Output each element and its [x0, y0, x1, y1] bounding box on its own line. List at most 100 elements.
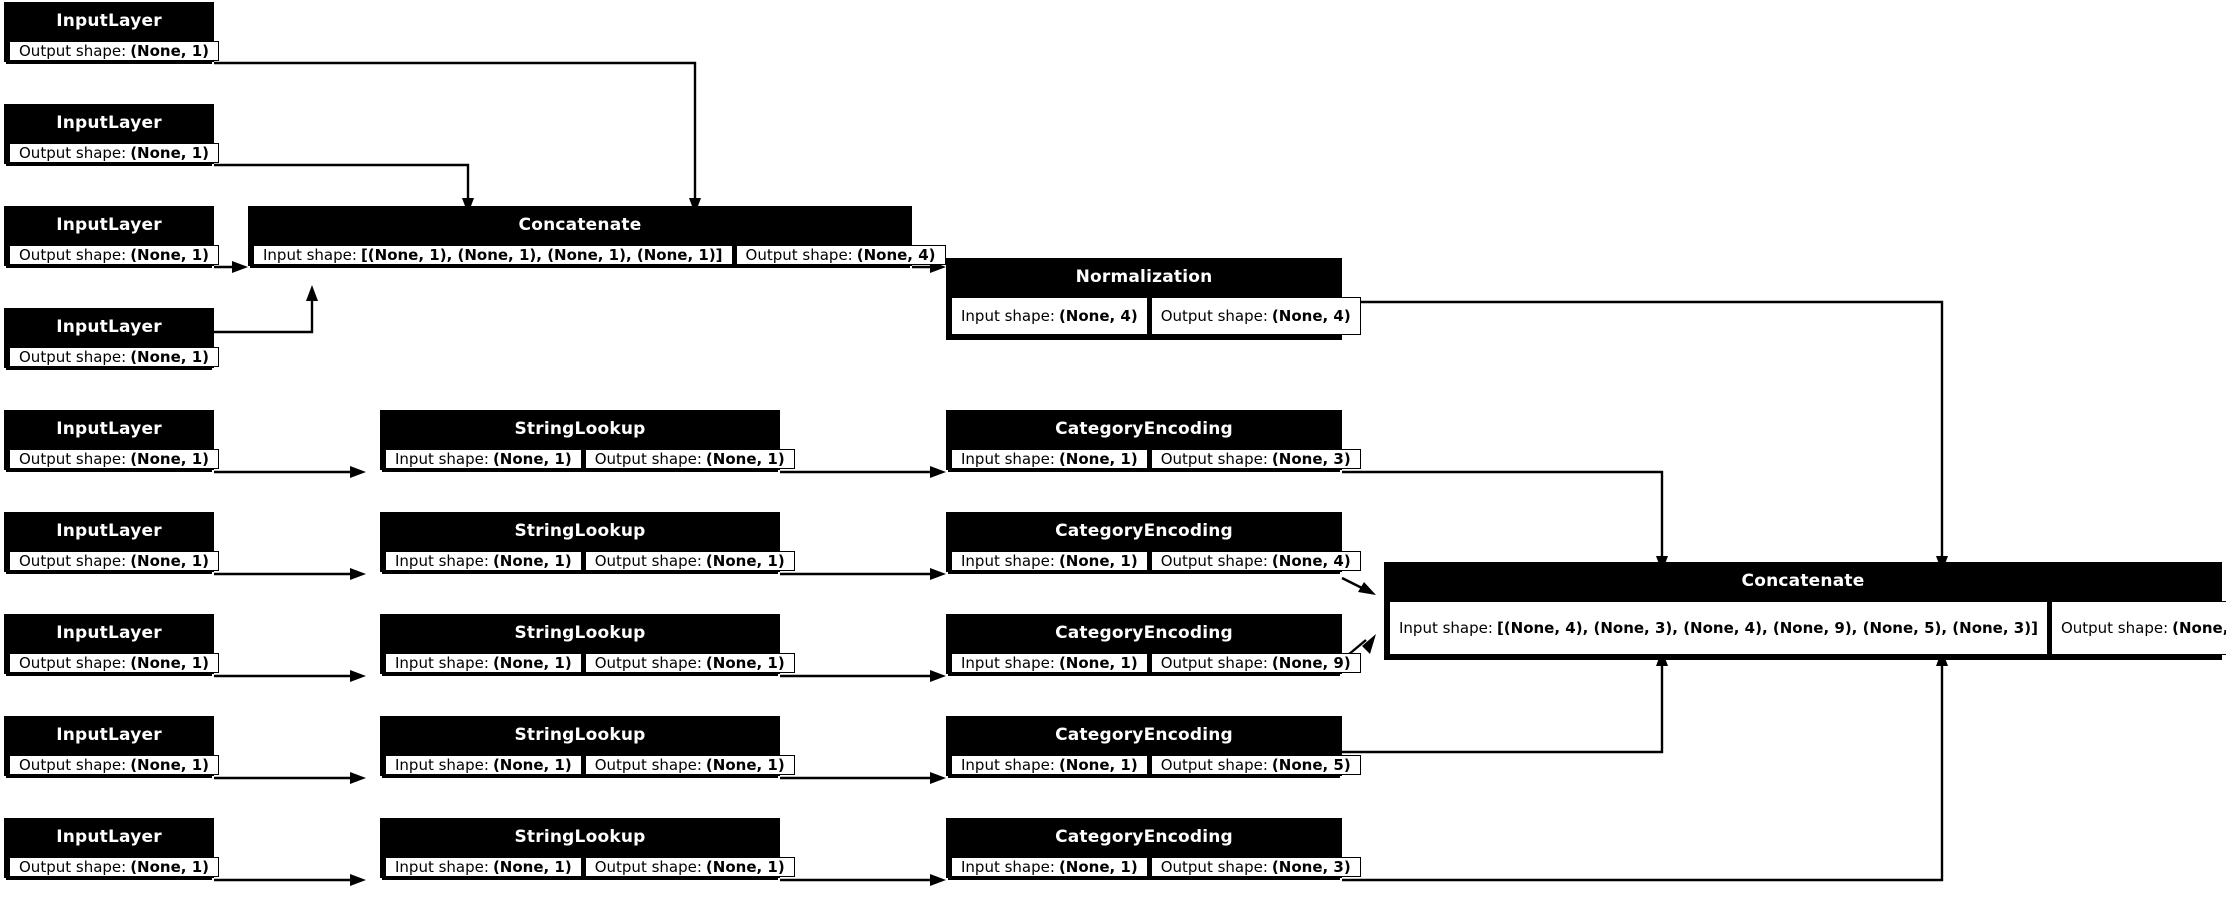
node-string-lookup-2[interactable]: StringLookup Input shape: (None, 1) Outp…: [380, 512, 795, 574]
node-title: StringLookup: [382, 514, 778, 548]
input-shape-value: (None, 1): [1058, 552, 1138, 570]
input-shape-value: (None, 1): [1058, 858, 1138, 876]
output-shape-cell: Output shape: (None, 4): [735, 245, 946, 265]
node-body: Output shape: (None, 1): [6, 140, 219, 166]
output-shape-label: Output shape:: [1160, 756, 1268, 774]
output-shape-label: Output shape:: [745, 246, 853, 264]
output-shape-cell: Output shape: (None, 4): [1150, 297, 1361, 335]
output-shape-cell: Output shape: (None, 1): [9, 449, 219, 469]
input-shape-label: Input shape:: [395, 858, 489, 876]
output-shape-value: (None, 1): [705, 858, 785, 876]
input-shape-cell: Input shape: [(None, 4), (None, 3), (Non…: [1389, 601, 2048, 655]
output-shape-value: (None, 3): [1271, 858, 1351, 876]
output-shape-cell: Output shape: (None, 1): [9, 41, 219, 61]
node-title: StringLookup: [382, 820, 778, 854]
output-shape-cell: Output shape: (None, 1): [584, 755, 795, 775]
output-shape-value: (None, 9): [1271, 654, 1351, 672]
output-shape-cell: Output shape: (None, 1): [9, 143, 219, 163]
node-title: StringLookup: [382, 412, 778, 446]
node-input-layer-numeric-2[interactable]: InputLayer Output shape: (None, 1): [4, 104, 219, 166]
input-shape-value: (None, 4): [1058, 307, 1138, 325]
node-string-lookup-4[interactable]: StringLookup Input shape: (None, 1) Outp…: [380, 716, 795, 778]
output-shape-value: (None, 1): [705, 654, 785, 672]
node-input-layer-numeric-4[interactable]: InputLayer Output shape: (None, 1): [4, 308, 219, 370]
node-concatenate-numeric[interactable]: Concatenate Input shape: [(None, 1), (No…: [248, 206, 946, 268]
output-shape-value: (None, 1): [705, 756, 785, 774]
input-shape-value: (None, 1): [1058, 654, 1138, 672]
output-shape-cell: Output shape: (None, 3): [1150, 857, 1361, 877]
output-shape-label: Output shape:: [1160, 307, 1268, 325]
output-shape-cell: Output shape: (None, 1): [584, 449, 795, 469]
output-shape-label: Output shape:: [594, 552, 702, 570]
node-body: Output shape: (None, 1): [6, 344, 219, 370]
output-shape-value: (None, 1): [705, 552, 785, 570]
input-shape-cell: Input shape: (None, 1): [951, 653, 1148, 673]
input-shape-cell: Input shape: (None, 1): [951, 755, 1148, 775]
node-title: InputLayer: [6, 412, 212, 446]
node-body: Input shape: [(None, 4), (None, 3), (Non…: [1386, 598, 2226, 658]
output-shape-cell: Output shape: (None, 1): [9, 347, 219, 367]
output-shape-cell: Output shape: (None, 28): [2050, 601, 2226, 655]
node-body: Input shape: [(None, 1), (None, 1), (Non…: [250, 242, 946, 268]
input-shape-label: Input shape:: [1399, 619, 1493, 637]
output-shape-label: Output shape:: [1160, 552, 1268, 570]
input-shape-label: Input shape:: [961, 756, 1055, 774]
output-shape-label: Output shape:: [594, 450, 702, 468]
output-shape-label: Output shape:: [19, 756, 127, 774]
output-shape-cell: Output shape: (None, 1): [9, 653, 219, 673]
output-shape-cell: Output shape: (None, 5): [1150, 755, 1361, 775]
node-concatenate-final[interactable]: Concatenate Input shape: [(None, 4), (No…: [1384, 562, 2226, 660]
node-body: Output shape: (None, 1): [6, 650, 219, 676]
output-shape-value: (None, 1): [130, 450, 209, 468]
node-category-encoding-5[interactable]: CategoryEncoding Input shape: (None, 1) …: [946, 818, 1361, 880]
node-category-encoding-2[interactable]: CategoryEncoding Input shape: (None, 1) …: [946, 512, 1361, 574]
node-string-lookup-3[interactable]: StringLookup Input shape: (None, 1) Outp…: [380, 614, 795, 676]
node-normalization[interactable]: Normalization Input shape: (None, 4) Out…: [946, 258, 1361, 340]
input-shape-value: [(None, 1), (None, 1), (None, 1), (None,…: [360, 246, 723, 264]
output-shape-cell: Output shape: (None, 1): [584, 551, 795, 571]
output-shape-label: Output shape:: [1160, 654, 1268, 672]
input-shape-label: Input shape:: [395, 654, 489, 672]
node-string-lookup-1[interactable]: StringLookup Input shape: (None, 1) Outp…: [380, 410, 795, 472]
input-shape-value: (None, 1): [492, 654, 572, 672]
input-shape-cell: Input shape: (None, 1): [385, 755, 582, 775]
output-shape-cell: Output shape: (None, 1): [9, 551, 219, 571]
output-shape-value: (None, 4): [856, 246, 936, 264]
node-category-encoding-1[interactable]: CategoryEncoding Input shape: (None, 1) …: [946, 410, 1361, 472]
output-shape-cell: Output shape: (None, 1): [584, 653, 795, 673]
node-category-encoding-3[interactable]: CategoryEncoding Input shape: (None, 1) …: [946, 614, 1361, 676]
output-shape-value: (None, 5): [1271, 756, 1351, 774]
output-shape-cell: Output shape: (None, 1): [9, 857, 219, 877]
node-category-encoding-4[interactable]: CategoryEncoding Input shape: (None, 1) …: [946, 716, 1361, 778]
output-shape-cell: Output shape: (None, 3): [1150, 449, 1361, 469]
node-string-lookup-5[interactable]: StringLookup Input shape: (None, 1) Outp…: [380, 818, 795, 880]
node-title: InputLayer: [6, 514, 212, 548]
node-body: Input shape: (None, 1) Output shape: (No…: [382, 854, 795, 880]
input-shape-label: Input shape:: [961, 552, 1055, 570]
node-title: StringLookup: [382, 616, 778, 650]
node-input-layer-categorical-3[interactable]: InputLayer Output shape: (None, 1): [4, 614, 219, 676]
node-body: Input shape: (None, 1) Output shape: (No…: [382, 752, 795, 778]
output-shape-label: Output shape:: [1160, 858, 1268, 876]
input-shape-value: (None, 1): [492, 450, 572, 468]
node-title: CategoryEncoding: [948, 820, 1340, 854]
output-shape-cell: Output shape: (None, 4): [1150, 551, 1361, 571]
node-body: Input shape: (None, 1) Output shape: (No…: [948, 854, 1361, 880]
output-shape-value: (None, 1): [130, 756, 209, 774]
output-shape-label: Output shape:: [19, 858, 127, 876]
input-shape-label: Input shape:: [263, 246, 357, 264]
node-input-layer-categorical-1[interactable]: InputLayer Output shape: (None, 1): [4, 410, 219, 472]
node-input-layer-numeric-3[interactable]: InputLayer Output shape: (None, 1): [4, 206, 219, 268]
output-shape-cell: Output shape: (None, 1): [9, 245, 219, 265]
node-body: Output shape: (None, 1): [6, 854, 219, 880]
node-input-layer-categorical-4[interactable]: InputLayer Output shape: (None, 1): [4, 716, 219, 778]
node-input-layer-categorical-2[interactable]: InputLayer Output shape: (None, 1): [4, 512, 219, 574]
output-shape-label: Output shape:: [19, 348, 127, 366]
node-title: Normalization: [948, 260, 1340, 294]
node-body: Input shape: (None, 1) Output shape: (No…: [382, 548, 795, 574]
output-shape-value: (None, 3): [1271, 450, 1351, 468]
node-input-layer-numeric-1[interactable]: InputLayer Output shape: (None, 1): [4, 2, 219, 64]
output-shape-cell: Output shape: (None, 9): [1150, 653, 1361, 673]
node-input-layer-categorical-5[interactable]: InputLayer Output shape: (None, 1): [4, 818, 219, 880]
